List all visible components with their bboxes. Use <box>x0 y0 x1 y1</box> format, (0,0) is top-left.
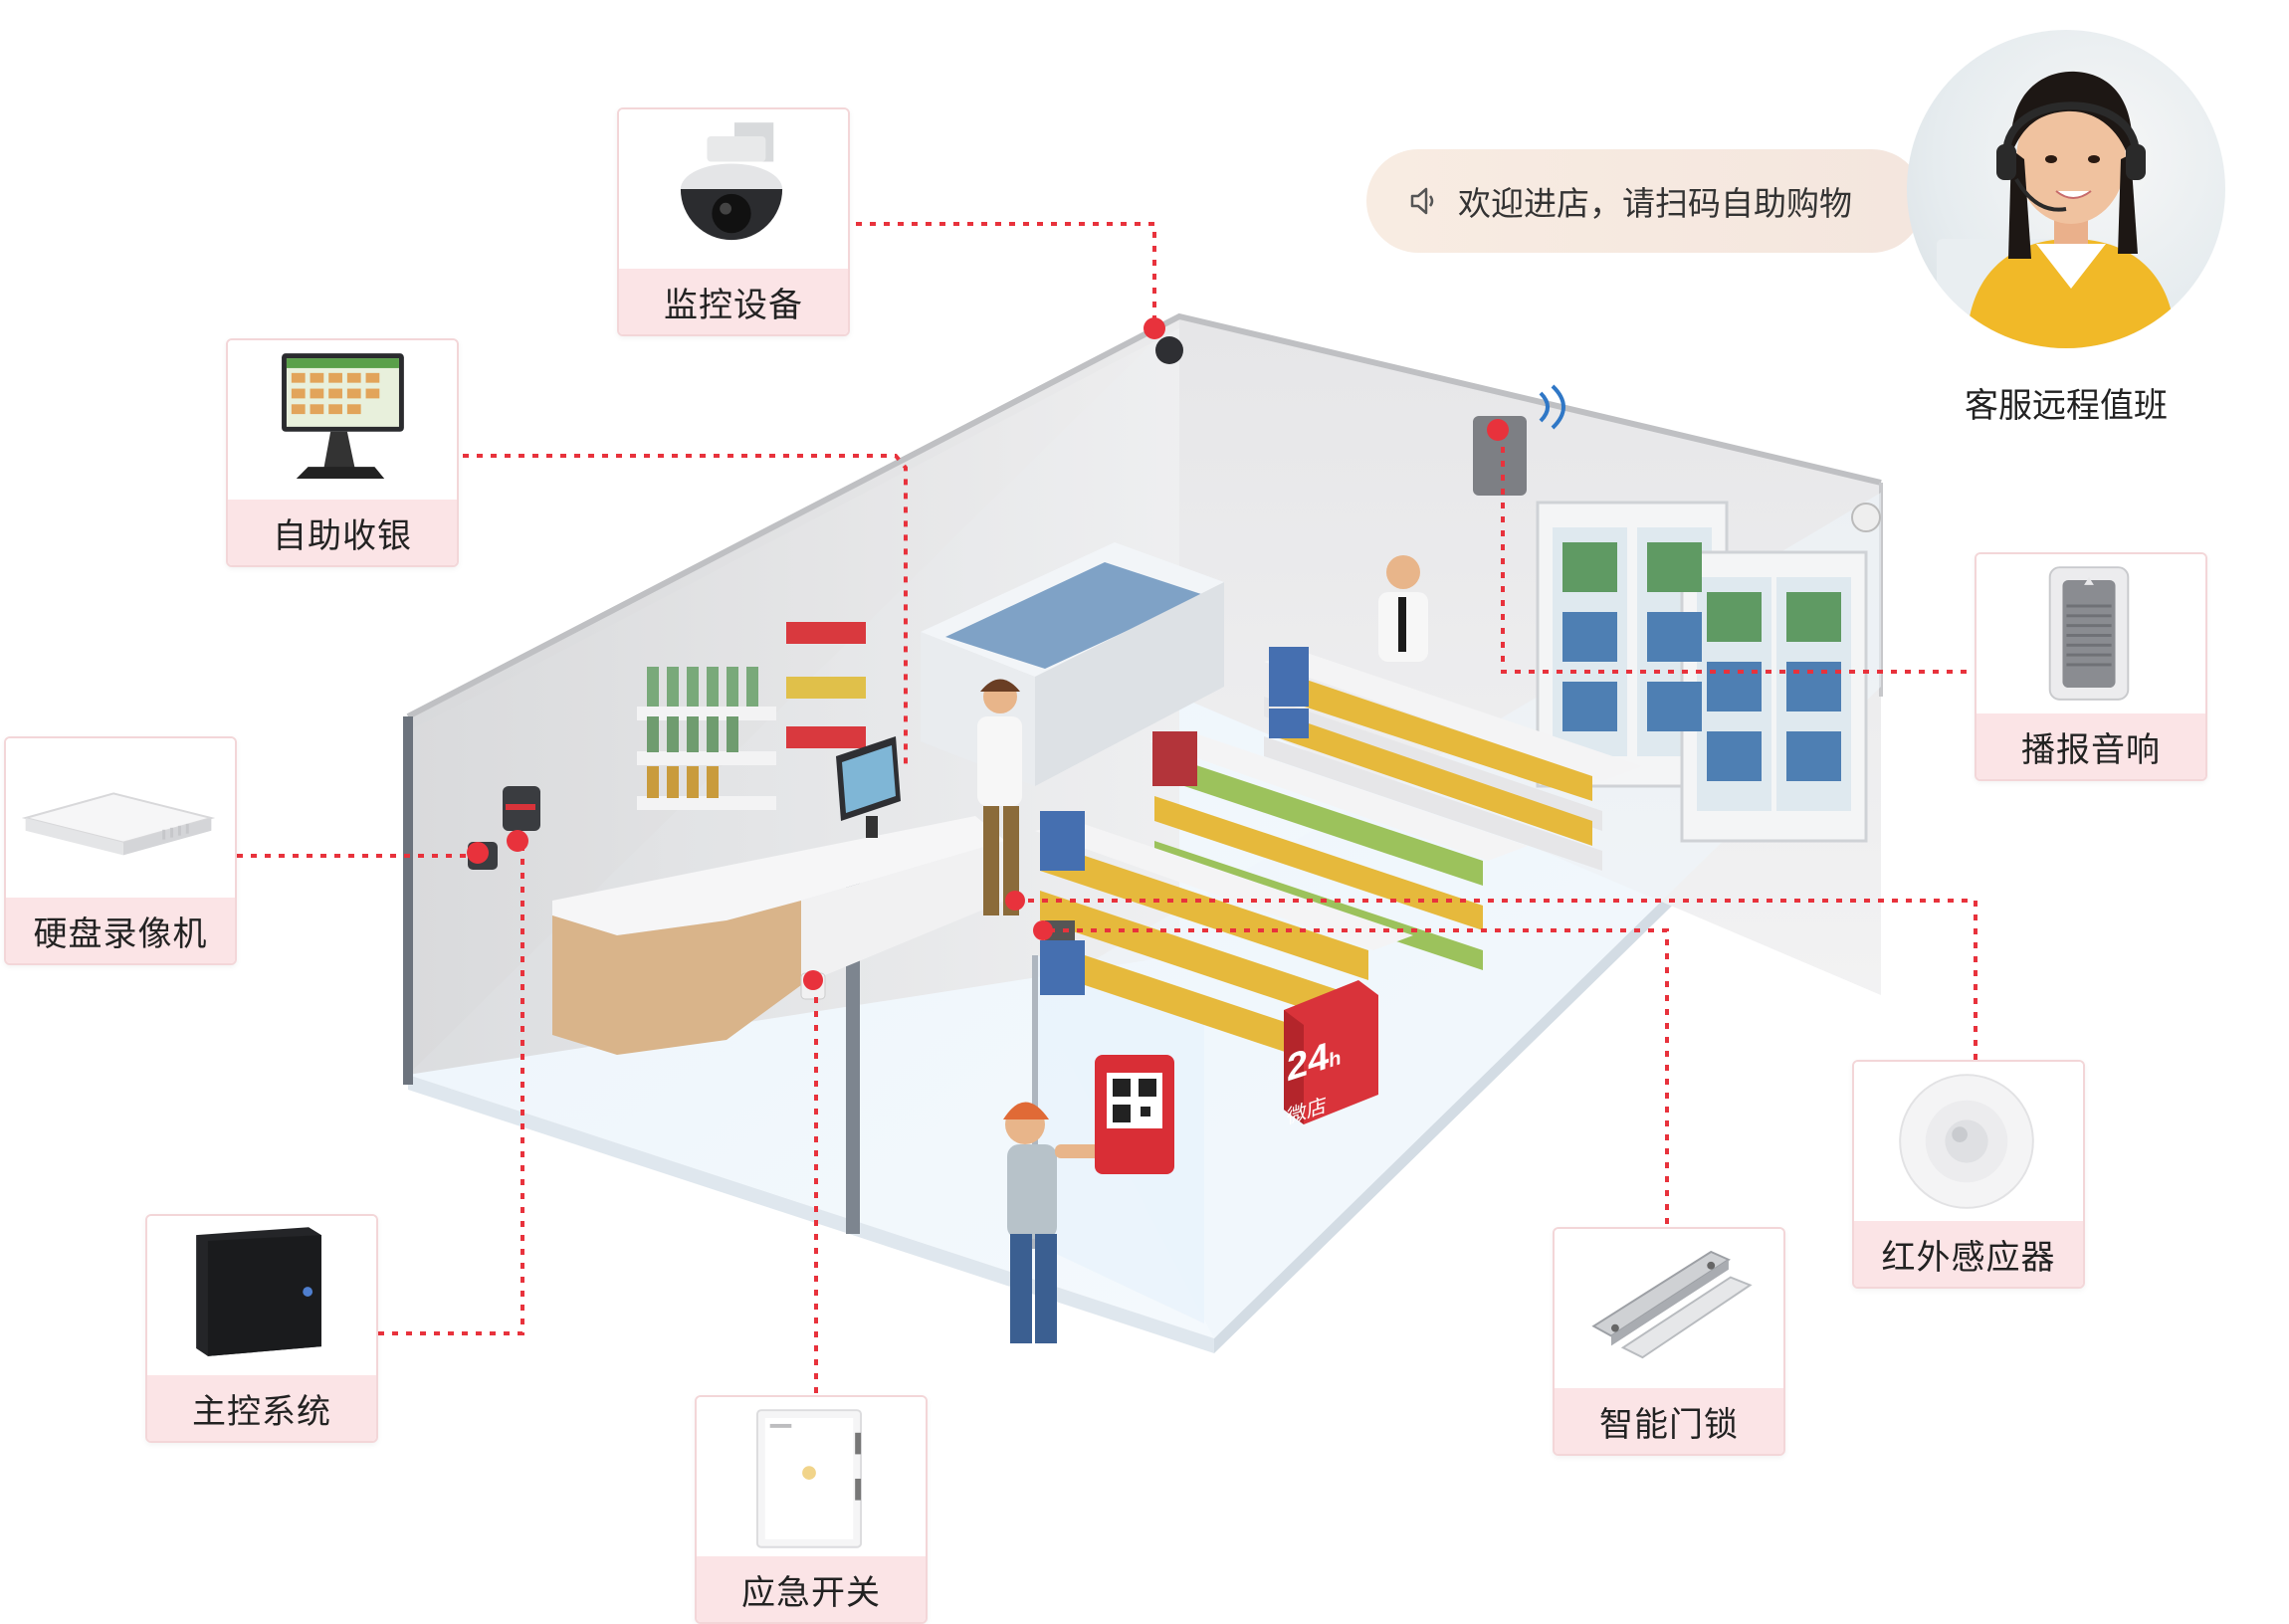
speaker-thumbnail <box>1977 554 2205 713</box>
ceiling-camera <box>1155 336 1183 364</box>
magnetic-lock-icon <box>1591 1250 1753 1359</box>
nvr-label: 硬盘录像机 <box>6 898 235 963</box>
wifi-waves <box>1539 384 1565 430</box>
wall-bottles <box>647 667 758 798</box>
counter-front-white <box>801 841 1005 985</box>
gondola-1 <box>1264 647 1642 871</box>
camera-label: 监控设备 <box>619 269 848 334</box>
hotspots <box>467 317 1509 990</box>
staff-figure <box>1378 555 1428 662</box>
infrared-thumbnail <box>1854 1062 2083 1221</box>
agent-illustration <box>1937 71 2176 348</box>
camera-icon <box>680 122 783 241</box>
emergency-thumbnail <box>697 1397 926 1556</box>
sign-h: h <box>1329 1046 1342 1073</box>
control-box-icon <box>196 1227 321 1356</box>
device-card-speaker: 播报音响 <box>1975 552 2207 781</box>
controller-thumbnail <box>147 1216 376 1375</box>
device-card-pos: 自助收银 <box>226 338 459 567</box>
support-agent-avatar <box>1907 30 2225 348</box>
controller-label: 主控系统 <box>147 1375 376 1441</box>
camera-thumbnail <box>619 109 848 269</box>
device-card-emergency: 应急开关 <box>695 1395 928 1624</box>
infrared-label: 红外感应器 <box>1854 1221 2083 1287</box>
infrared-sensor-icon <box>1899 1074 2034 1209</box>
remote-service-caption: 客服远程值班 <box>1965 386 2168 426</box>
speaker-icon <box>1410 187 1434 215</box>
emergency-switch-icon <box>755 1409 863 1548</box>
speaker-label: 播报音响 <box>1977 713 2205 779</box>
customer-figure <box>1003 1102 1105 1343</box>
device-card-infrared: 红外感应器 <box>1852 1060 2085 1289</box>
wall-boxes <box>786 622 866 748</box>
pos-label: 自助收银 <box>228 500 457 565</box>
door-sensor-device <box>1045 920 1075 940</box>
door-lock-label: 智能门锁 <box>1555 1388 1783 1454</box>
counter-pos <box>836 736 901 838</box>
counter-top <box>552 816 1005 935</box>
device-card-door-lock: 智能门锁 <box>1553 1227 1785 1456</box>
greeting-bubble: 欢迎进店，请扫码自助购物 <box>1366 149 1924 253</box>
shopper-figure <box>977 679 1022 915</box>
device-card-camera: 监控设备 <box>617 107 850 336</box>
pos-thumbnail <box>228 340 457 500</box>
qr-stand <box>1095 1055 1174 1174</box>
fridges <box>1536 501 1868 843</box>
door-lock-thumbnail <box>1555 1229 1783 1388</box>
device-card-controller: 主控系统 <box>145 1214 378 1443</box>
counter-front <box>552 901 801 1055</box>
device-card-nvr: 硬盘录像机 <box>4 736 237 965</box>
store-sign <box>1284 980 1378 1124</box>
ceiling-sensor <box>1851 503 1881 532</box>
pos-terminal-icon <box>282 353 404 479</box>
nvr-icon <box>21 792 216 856</box>
greeting-text: 欢迎进店，请扫码自助购物 <box>1458 184 1852 223</box>
nvr-thumbnail <box>6 738 235 898</box>
wall-speaker <box>1473 416 1527 496</box>
emergency-label: 应急开关 <box>697 1556 926 1622</box>
connector-lines <box>237 222 1980 1393</box>
broadcast-speaker-icon <box>2048 566 2130 701</box>
